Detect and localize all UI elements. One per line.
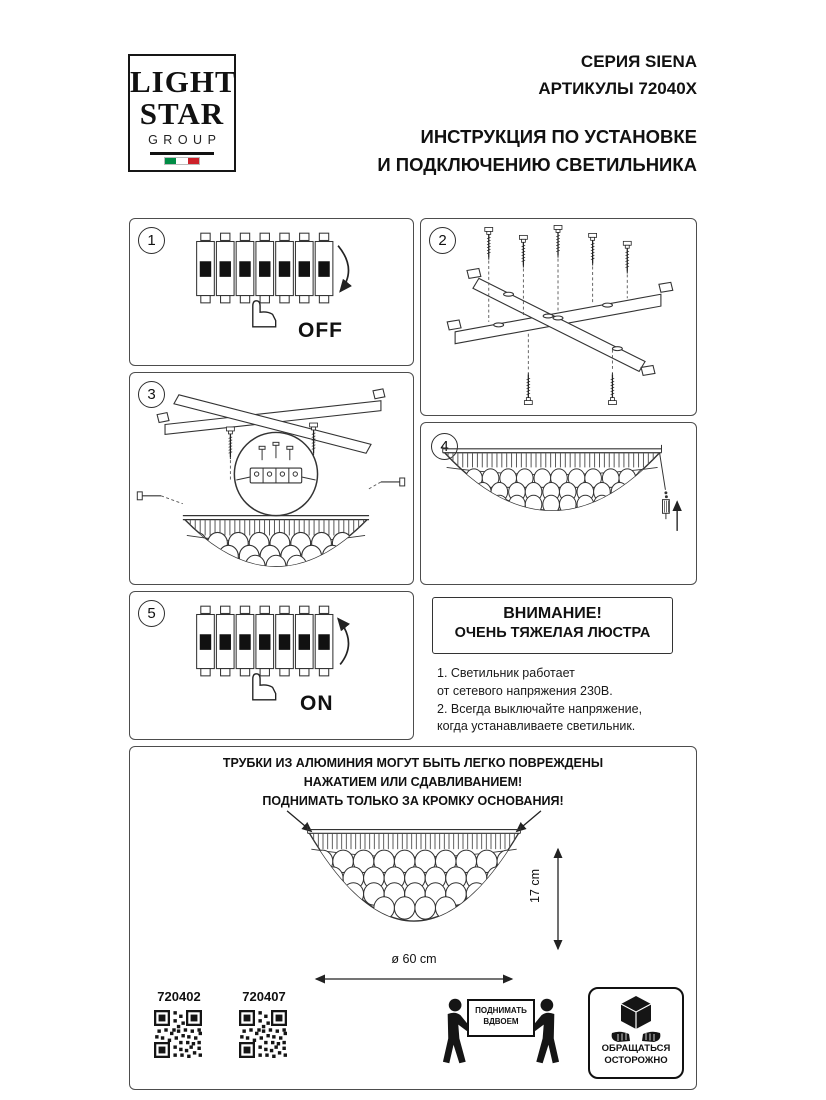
handle-with-care-icon: ОБРАЩАТЬСЯ ОСТОРОЖНО — [588, 987, 684, 1079]
article-code-2: 720407 — [242, 989, 286, 1004]
qr-code-1 — [154, 1010, 202, 1058]
note-line: 1. Светильник работает — [437, 666, 575, 680]
attention-box: ВНИМАНИЕ! ОЧЕНЬ ТЯЖЕЛАЯ ЛЮСТРА — [432, 597, 673, 654]
logo-rule — [150, 152, 214, 155]
switch-up-arrow-icon — [337, 617, 350, 665]
italian-flag-icon — [164, 156, 200, 165]
attention-subtitle: ОЧЕНЬ ТЯЖЕЛАЯ ЛЮСТРА — [454, 625, 651, 641]
person-right-icon — [532, 998, 560, 1064]
instruction-title: ИНСТРУКЦИЯ ПО УСТАНОВКЕ И ПОДКЛЮЧЕНИЮ СВ… — [377, 123, 697, 179]
height-arrow — [553, 847, 563, 951]
step-number-3: 3 — [138, 381, 165, 408]
off-label: OFF — [298, 319, 343, 342]
qr-code-2 — [239, 1010, 287, 1058]
breaker-on-illustration — [196, 605, 350, 701]
power-notes: 1. Светильник работает от сетевого напря… — [437, 665, 699, 736]
diameter-arrow — [314, 974, 514, 984]
note-line: 2. Всегда выключайте напряжение, — [437, 701, 643, 716]
lift-box-label: ПОДНИМАТЬ ВДВОЕМ — [467, 999, 535, 1037]
step-panel-5: 5 ON — [129, 591, 414, 740]
lift-two-person-icon: ПОДНИМАТЬ ВДВОЕМ — [431, 987, 571, 1075]
pointing-hand-icon — [252, 300, 277, 328]
step-panel-1: 1 OFF — [129, 218, 414, 366]
assembly-illustration — [136, 388, 406, 567]
diameter-label: ø 60 cm — [391, 952, 437, 966]
series-title: СЕРИЯ SIENA — [580, 52, 697, 71]
logo-word-light: LIGHT — [130, 64, 237, 99]
care-cube-hands-icon — [611, 996, 661, 1042]
switch-down-arrow-icon — [337, 245, 353, 293]
caution-line2: НАЖАТИЕМ ИЛИ СДАВЛИВАНИЕМ! — [303, 774, 523, 789]
step-panel-3: 3 — [129, 372, 414, 585]
breaker-off-illustration — [196, 232, 353, 328]
care-label: ОБРАЩАТЬСЯ ОСТОРОЖНО — [601, 1043, 671, 1067]
step-panel-4: 4 — [420, 422, 697, 585]
pull-cord-icon — [659, 452, 670, 520]
note-line: от сетевого напряжения 230В. — [437, 683, 613, 698]
bracket-illustration — [446, 224, 674, 406]
caution-line3: ПОДНИМАТЬ ТОЛЬКО ЗА КРОМКУ ОСНОВАНИЯ! — [262, 793, 564, 808]
note-line: когда устанавливаете светильник. — [437, 719, 636, 734]
step-number-5: 5 — [138, 600, 165, 627]
fixture-illustration — [442, 444, 682, 531]
articles-title: АРТИКУЛЫ 72040X — [538, 79, 697, 99]
instruction-title-line1: ИНСТРУКЦИЯ ПО УСТАНОВКЕ — [420, 126, 697, 147]
logo-word-star: STAR — [139, 95, 225, 131]
height-label: 17 cm — [528, 868, 542, 904]
step-number-2: 2 — [429, 227, 456, 254]
caution-panel: ТРУБКИ ИЗ АЛЮМИНИЯ МОГУТ БЫТЬ ЛЕГКО ПОВР… — [129, 746, 697, 1090]
instruction-title-line2: И ПОДКЛЮЧЕНИЮ СВЕТИЛЬНИКА — [377, 153, 697, 175]
step-panel-2: 2 — [420, 218, 697, 416]
person-left-icon — [442, 998, 470, 1064]
article-code-1: 720402 — [157, 989, 201, 1004]
caution-line1: ТРУБКИ ИЗ АЛЮМИНИЯ МОГУТ БЫТЬ ЛЕГКО ПОВР… — [222, 756, 604, 770]
on-label: ON — [300, 692, 334, 715]
logo-word-group: GROUP — [148, 133, 222, 148]
lightstar-logo: LIGHT STAR GROUP — [128, 54, 236, 172]
attention-title: ВНИМАНИЕ! — [503, 605, 602, 622]
header-series-block: СЕРИЯ SIENA АРТИКУЛЫ 72040X — [538, 48, 697, 102]
step-number-1: 1 — [138, 227, 165, 254]
pointing-hand-icon — [252, 673, 277, 701]
chandelier-illustration — [286, 810, 542, 922]
caution-text: ТРУБКИ ИЗ АЛЮМИНИЯ МОГУТ БЫТЬ ЛЕГКО ПОВР… — [130, 754, 696, 810]
